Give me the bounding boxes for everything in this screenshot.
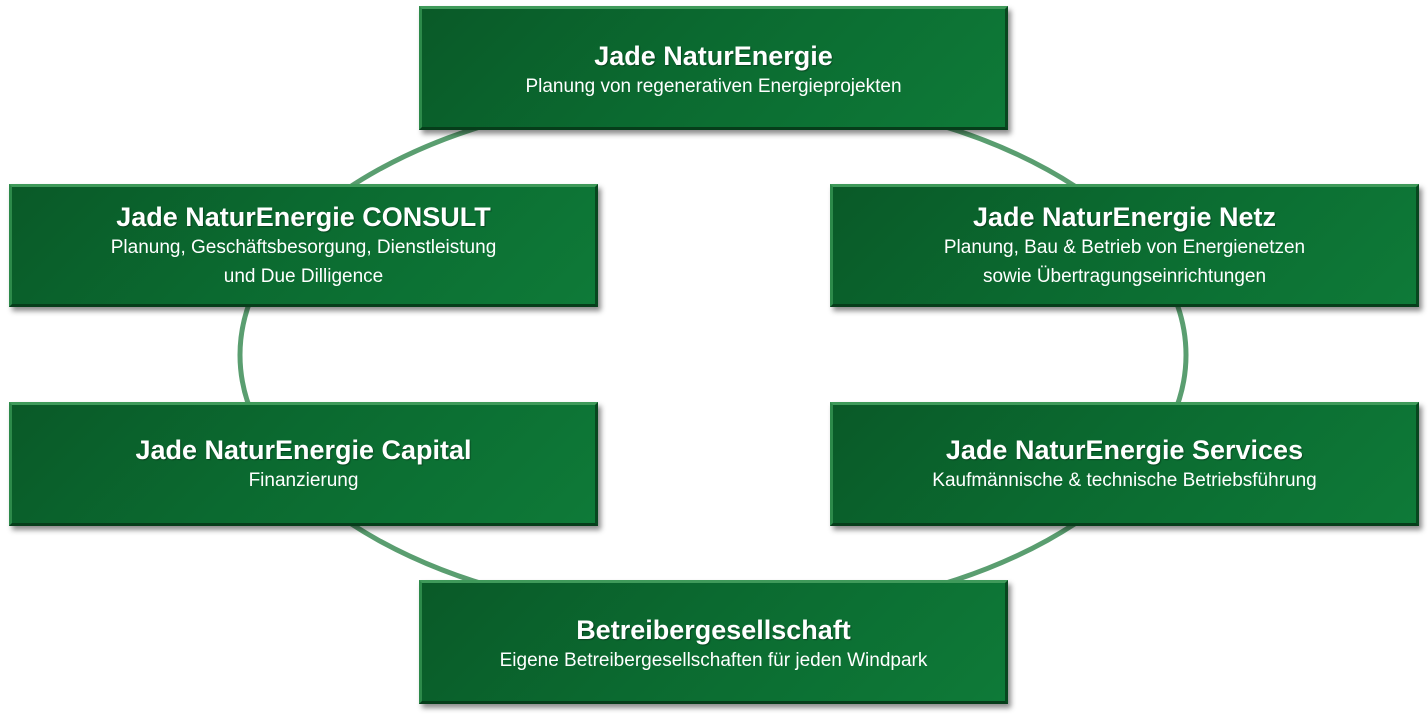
- node-description: und Due Dilligence: [223, 265, 384, 287]
- node-jade-naturenergie-services: Jade NaturEnergie Services Kaufmännische…: [830, 402, 1419, 526]
- node-title: Betreibergesellschaft: [576, 614, 851, 645]
- node-description: Eigene Betreibergesellschaften für jeden…: [499, 649, 928, 671]
- node-description: Kaufmännische & technische Betriebsführu…: [932, 469, 1317, 491]
- node-description: Finanzierung: [248, 469, 359, 491]
- node-description: Planung von regenerativen Energieprojekt…: [525, 75, 902, 97]
- node-description: Planung, Bau & Betrieb von Energienetzen: [943, 236, 1306, 258]
- node-jade-naturenergie-capital: Jade NaturEnergie Capital Finanzierung: [9, 402, 598, 526]
- node-betreibergesellschaft: Betreibergesellschaft Eigene Betreiberge…: [419, 580, 1008, 704]
- node-title: Jade NaturEnergie Netz: [972, 201, 1277, 232]
- node-title: Jade NaturEnergie: [594, 40, 833, 71]
- node-description: sowie Übertragungseinrichtungen: [982, 265, 1267, 287]
- node-title: Jade NaturEnergie Services: [945, 434, 1304, 465]
- node-jade-naturenergie-netz: Jade NaturEnergie Netz Planung, Bau & Be…: [830, 184, 1419, 307]
- node-jade-naturenergie: Jade NaturEnergie Planung von regenerati…: [419, 6, 1008, 130]
- node-description: Planung, Geschäftsbesorgung, Dienstleist…: [110, 236, 497, 258]
- cycle-ellipse: [237, 90, 1189, 620]
- node-title: Jade NaturEnergie CONSULT: [116, 201, 491, 232]
- node-jade-naturenergie-consult: Jade NaturEnergie CONSULT Planung, Gesch…: [9, 184, 598, 307]
- node-title: Jade NaturEnergie Capital: [135, 434, 472, 465]
